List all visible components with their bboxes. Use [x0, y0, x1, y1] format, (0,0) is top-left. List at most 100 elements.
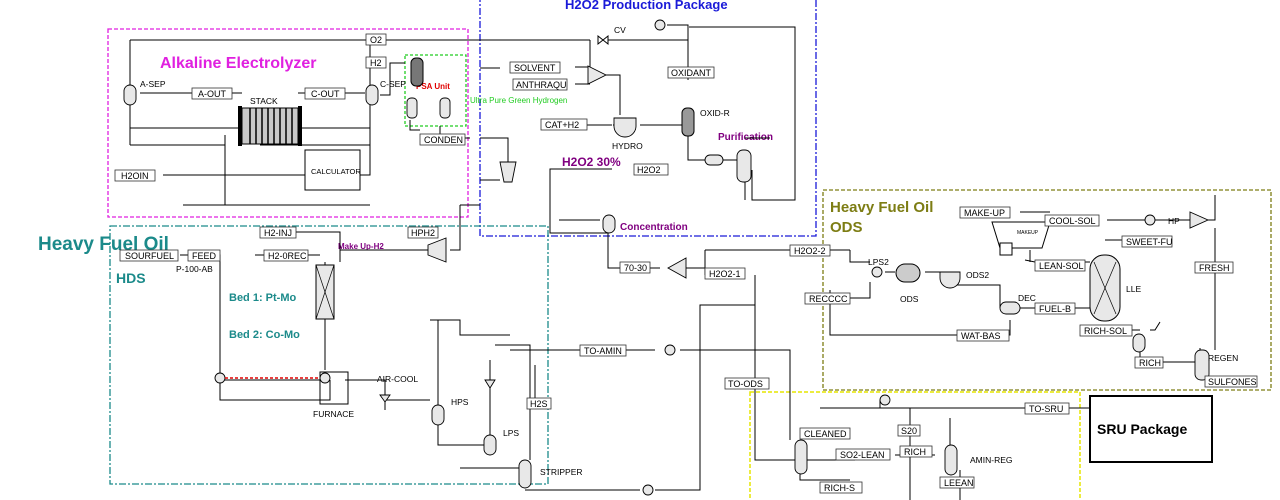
- amin-reg-column[interactable]: [944, 444, 958, 476]
- hp-pump[interactable]: [1189, 211, 1210, 229]
- hph2-compressor[interactable]: [427, 237, 447, 263]
- sru-package-title: SRU Package: [1097, 421, 1187, 437]
- hydro-reactor[interactable]: [613, 117, 637, 138]
- stream-h2-inj[interactable]: H2-INJ: [264, 228, 292, 238]
- stream-lean-sol[interactable]: LEAN-SOL: [1039, 261, 1084, 271]
- stream-rich-sol[interactable]: RICH-SOL: [1084, 326, 1127, 336]
- regen-column[interactable]: [1194, 349, 1210, 381]
- unit-dec: DEC: [1018, 293, 1036, 303]
- stream-feed[interactable]: FEED: [192, 251, 217, 261]
- stream-to-sru[interactable]: TO-SRU: [1029, 404, 1063, 414]
- sru-hx[interactable]: [879, 394, 891, 406]
- stream-sulfones[interactable]: SULFONES: [1208, 377, 1257, 387]
- ods-reactor[interactable]: [895, 263, 921, 283]
- dec-decanter[interactable]: [999, 301, 1021, 315]
- feed-hx[interactable]: [214, 372, 226, 384]
- stream-so2-lean[interactable]: SO2-LEAN: [840, 450, 885, 460]
- stream-make-up[interactable]: MAKE-UP: [964, 208, 1005, 218]
- stream-cleaned[interactable]: CLEANED: [804, 429, 847, 439]
- stream-rich2[interactable]: RICH: [904, 447, 926, 457]
- stream-h2[interactable]: H2: [370, 58, 382, 68]
- air-cooler[interactable]: [379, 394, 391, 403]
- cv-pump[interactable]: [654, 19, 666, 31]
- stream-to-ods[interactable]: TO-ODS: [728, 379, 763, 389]
- stream-cool-sol[interactable]: COOL-SOL: [1049, 216, 1096, 226]
- furnace-hx[interactable]: [319, 372, 331, 384]
- stream-sourfuel[interactable]: SOURFUEL: [125, 251, 174, 261]
- stripper-pump[interactable]: [642, 484, 654, 496]
- conden-compressor[interactable]: [499, 161, 517, 183]
- stream-a-out[interactable]: A-OUT: [198, 89, 227, 99]
- stream-to-amin[interactable]: TO-AMIN: [584, 346, 622, 356]
- h2o2-mixer[interactable]: [587, 65, 608, 85]
- hps-vessel[interactable]: [431, 404, 445, 426]
- psa-adsorber-2[interactable]: [406, 97, 418, 119]
- concentration-flash[interactable]: [602, 214, 616, 234]
- stream-sweet-fu[interactable]: SWEET-FU: [1126, 237, 1173, 247]
- stream-c-out[interactable]: C-OUT: [311, 89, 340, 99]
- lle-cross: [1093, 261, 1117, 315]
- stream-h2oin[interactable]: H2OIN: [121, 171, 149, 181]
- stream-solvent[interactable]: SOLVENT: [514, 63, 556, 73]
- bed2-label: Bed 2: Co-Mo: [229, 329, 300, 341]
- bed1-label: Bed 1: Pt-Mo: [229, 292, 297, 304]
- psa-adsorber-1[interactable]: [410, 57, 424, 87]
- cool-sol-hx[interactable]: [1144, 214, 1156, 226]
- lps-vessel[interactable]: [483, 434, 497, 456]
- lps-valve[interactable]: [484, 379, 496, 389]
- stripper-column[interactable]: [518, 459, 532, 489]
- unit-hps: HPS: [451, 397, 469, 407]
- hds-boundary: [109, 225, 549, 485]
- stream-fuel-b[interactable]: FUEL-B: [1039, 304, 1071, 314]
- unit-labels: A-SEP STACK C-SEP CALCULATOR CV HYDRO OX…: [140, 25, 1238, 477]
- makeup-unit[interactable]: [991, 221, 1051, 249]
- lps2-hx[interactable]: [871, 266, 883, 278]
- stream-conden[interactable]: CONDEN: [424, 135, 463, 145]
- sru-area-boundary: [749, 391, 1081, 500]
- stack-unit[interactable]: [241, 107, 299, 145]
- cv-valve[interactable]: [597, 34, 609, 46]
- psa-adsorber-3[interactable]: [439, 97, 451, 119]
- unit-c-sep: C-SEP: [380, 79, 406, 89]
- unit-hp: HP: [1168, 216, 1180, 226]
- stream-h2o2-1[interactable]: H2O2-1: [709, 269, 741, 279]
- hds-reactor-cross: [315, 264, 335, 320]
- calculator-box[interactable]: [304, 149, 361, 191]
- stream-s20[interactable]: S20: [901, 426, 917, 436]
- splitter-70-30[interactable]: [667, 257, 687, 279]
- stream-cat-h2[interactable]: CAT+H2: [545, 120, 579, 130]
- stream-hph2[interactable]: HPH2: [411, 228, 435, 238]
- stream-70-30[interactable]: 70-30: [624, 263, 647, 273]
- electrolyzer-title: Alkaline Electrolyzer: [160, 55, 317, 72]
- psa-note: Ultra Pure Green Hydrogen: [470, 96, 567, 105]
- stream-oxidant[interactable]: OXIDANT: [671, 68, 712, 78]
- cleaned-column[interactable]: [794, 439, 808, 475]
- unit-oxid-r: OXID-R: [700, 108, 730, 118]
- oxid-r-column[interactable]: [681, 107, 695, 137]
- stream-o2[interactable]: O2: [370, 35, 382, 45]
- purification-flash[interactable]: [704, 154, 724, 166]
- unit-p100ab: P-100-AB: [176, 264, 213, 274]
- stream-anthraqu[interactable]: ANTHRAQU: [516, 80, 567, 90]
- unit-furnace: FURNACE: [313, 409, 354, 419]
- stream-label-boxes: [114, 33, 1258, 494]
- stream-rich[interactable]: RICH: [1139, 358, 1161, 368]
- stream-fresh[interactable]: FRESH: [1199, 263, 1230, 273]
- stream-h2o2-2[interactable]: H2O2-2: [794, 246, 826, 256]
- stream-wat-bas[interactable]: WAT-BAS: [961, 331, 1001, 341]
- stream-lean[interactable]: LEEAN: [944, 478, 974, 488]
- makeup-h2-label: Make Up-H2: [338, 242, 384, 251]
- stream-recccc[interactable]: RECCCC: [809, 294, 848, 304]
- ods2-reactor[interactable]: [939, 271, 961, 289]
- stream-h2o2[interactable]: H2O2: [637, 165, 661, 175]
- stream-h2s[interactable]: H2S: [530, 399, 548, 409]
- a-sep-vessel[interactable]: [123, 84, 137, 106]
- stream-rich-s[interactable]: RICH-S: [824, 483, 855, 493]
- furnace[interactable]: [319, 371, 349, 405]
- ods-boundary: [822, 189, 1272, 391]
- purification-column[interactable]: [736, 149, 752, 183]
- rich-drum[interactable]: [1132, 333, 1146, 353]
- c-sep-vessel[interactable]: [365, 84, 379, 106]
- stream-h2-0rec[interactable]: H2-0REC: [268, 251, 307, 261]
- to-amin-hx[interactable]: [664, 344, 676, 356]
